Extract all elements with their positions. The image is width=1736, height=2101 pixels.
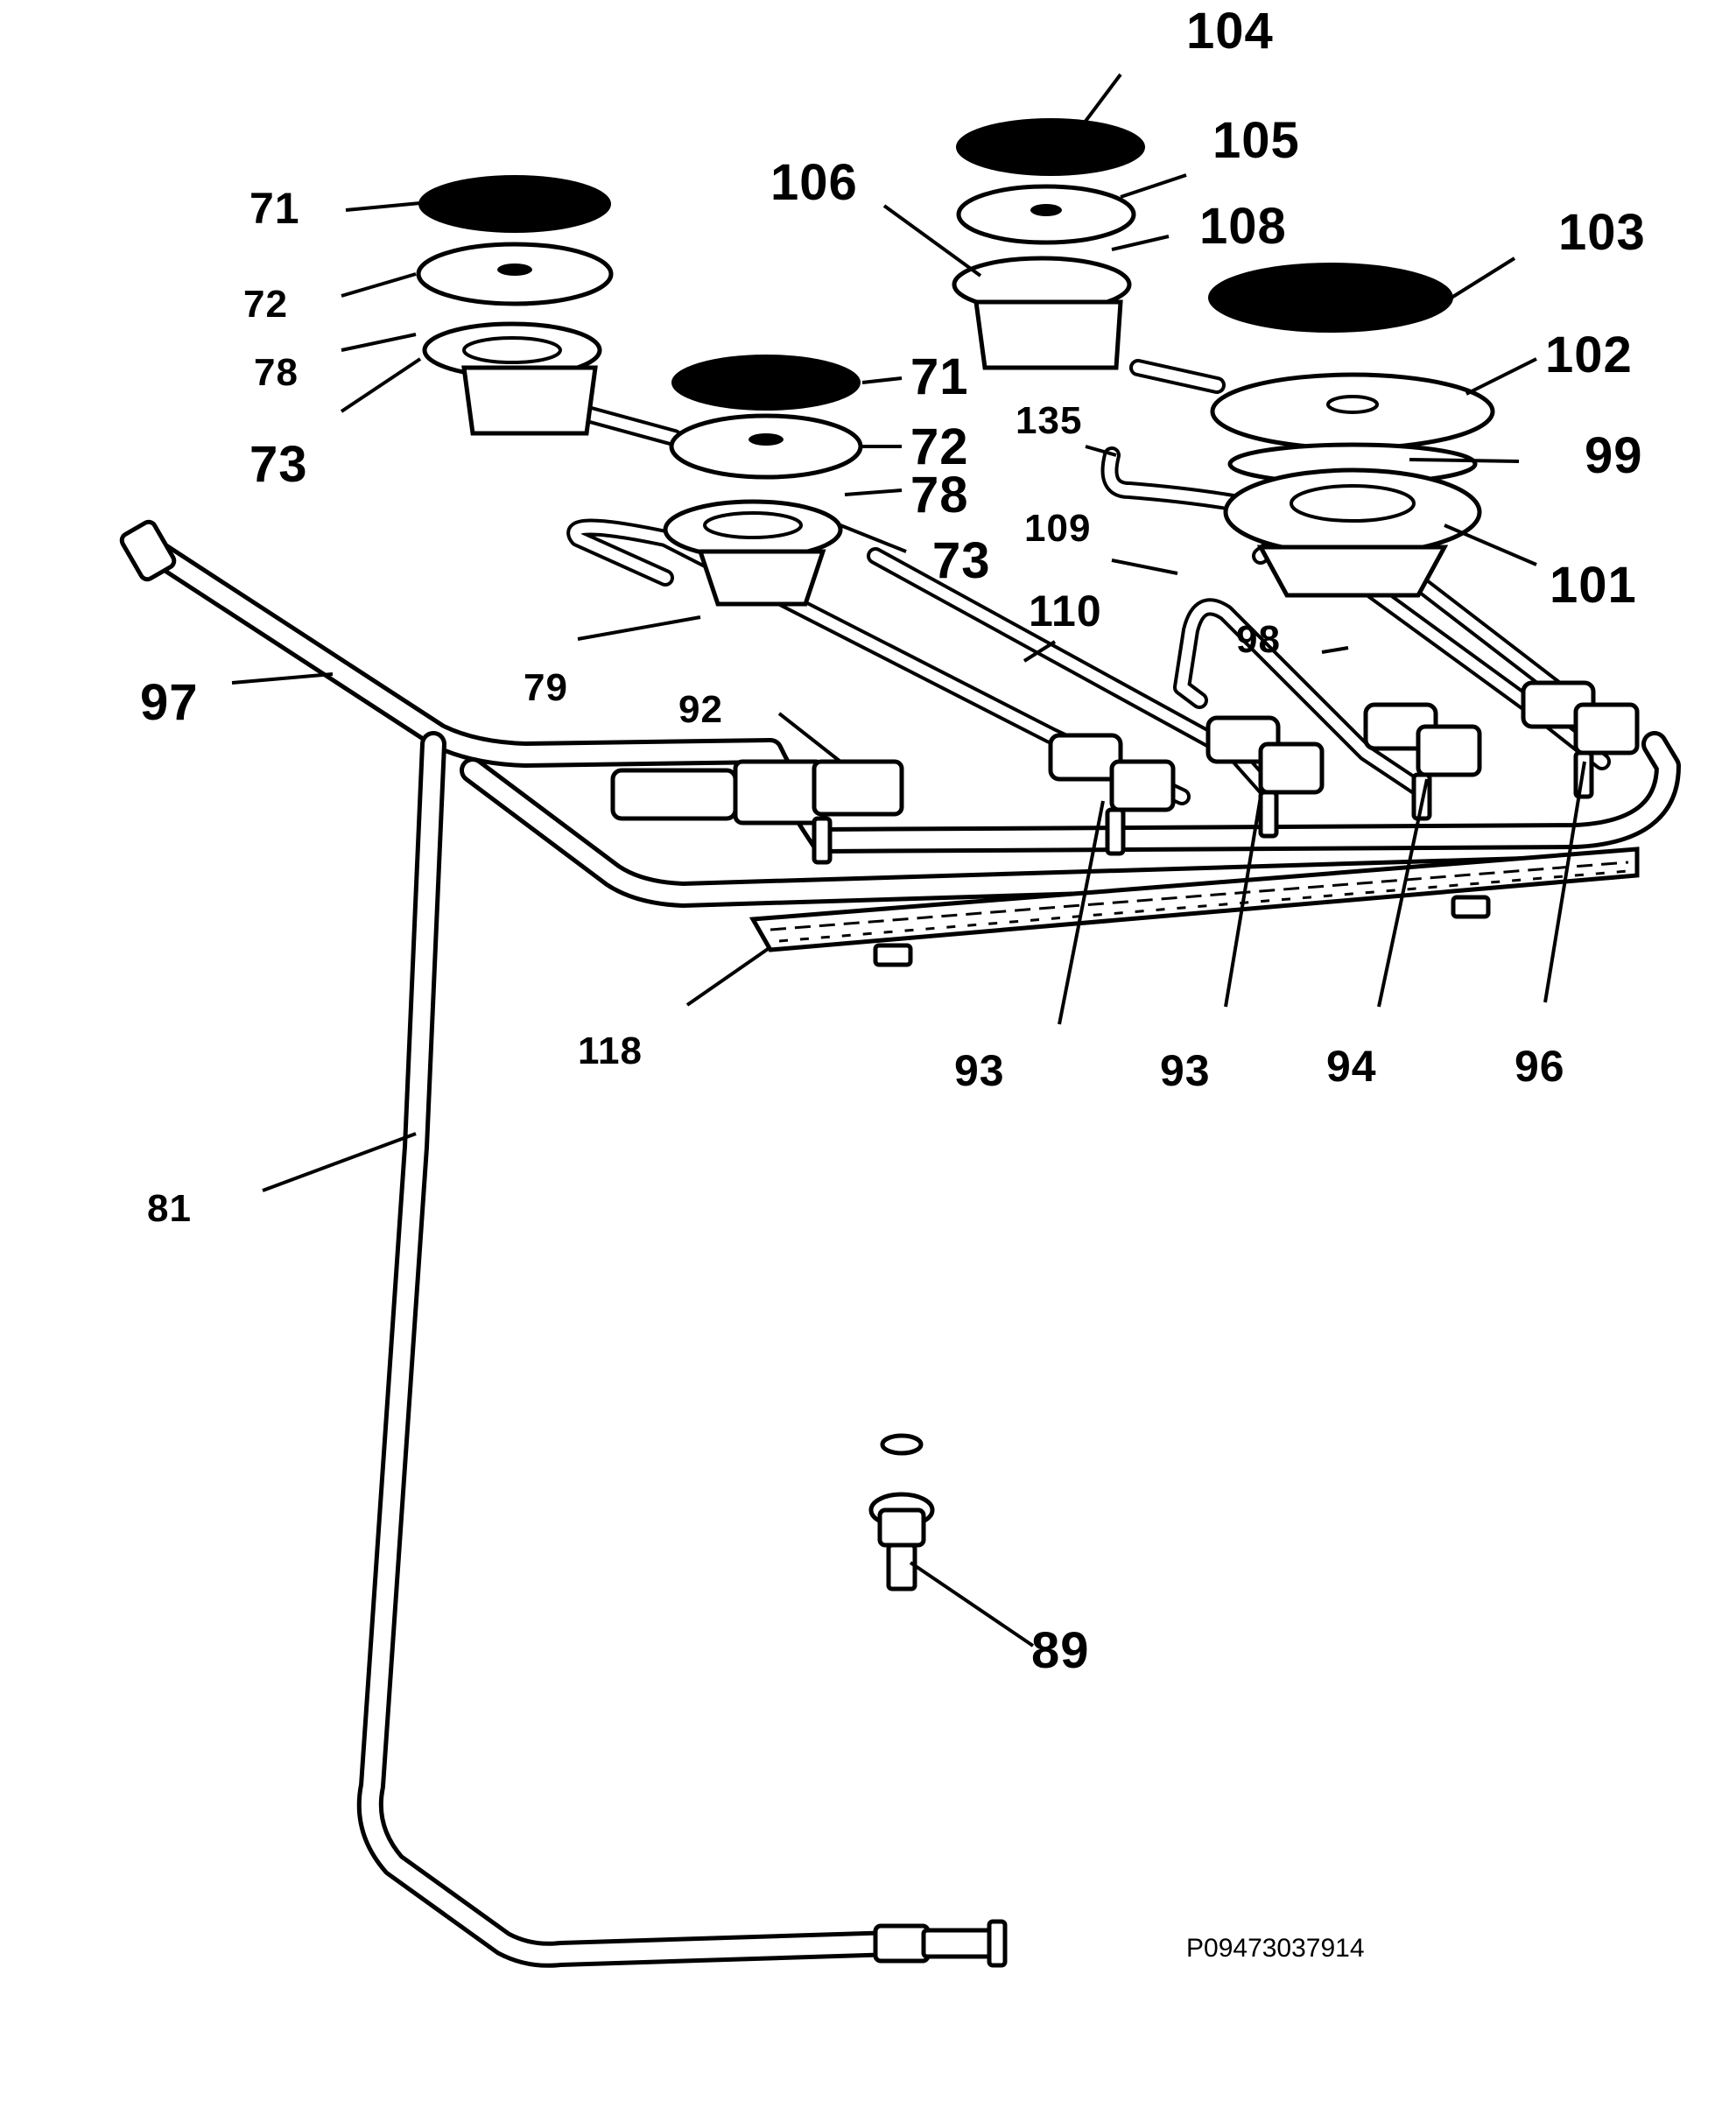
label-93-second: 93 xyxy=(1160,1046,1211,1095)
label-71-front-left: 71 xyxy=(910,348,969,405)
leader-lines xyxy=(231,73,1586,1648)
label-104: 104 xyxy=(1186,3,1274,60)
label-98: 98 xyxy=(1236,618,1281,661)
label-101: 101 xyxy=(1550,557,1637,614)
label-93-first: 93 xyxy=(954,1046,1005,1095)
burner-rear-middle xyxy=(952,118,1145,370)
burner-front-left xyxy=(663,355,863,607)
burner-rear-left xyxy=(416,175,614,436)
label-72-rear-left: 72 xyxy=(243,283,288,326)
label-99: 99 xyxy=(1585,427,1643,484)
label-78-front-left: 78 xyxy=(910,467,969,523)
supply-pipe-81 xyxy=(356,731,1008,1968)
label-94: 94 xyxy=(1326,1042,1377,1091)
label-96: 96 xyxy=(1515,1042,1565,1091)
label-79: 79 xyxy=(524,666,568,709)
injector-fitting-89 xyxy=(868,1433,935,1592)
label-72-front-left: 72 xyxy=(910,418,969,475)
reference-code: P09473037914 xyxy=(1186,1934,1365,1963)
label-73-front-left: 73 xyxy=(932,532,991,589)
label-97: 97 xyxy=(140,674,199,731)
label-108: 108 xyxy=(1199,198,1287,255)
label-92: 92 xyxy=(678,688,723,731)
label-102: 102 xyxy=(1545,327,1633,383)
burner-right-large xyxy=(1208,263,1495,598)
gas-taps xyxy=(610,680,1640,865)
part-labels: 104 105 106 108 103 71 72 78 73 71 72 78… xyxy=(140,3,1646,1963)
label-81: 81 xyxy=(147,1187,192,1230)
label-105: 105 xyxy=(1212,112,1300,169)
label-103: 103 xyxy=(1558,204,1646,261)
ignition-rail xyxy=(749,847,1640,967)
label-106: 106 xyxy=(770,154,858,211)
label-118: 118 xyxy=(578,1029,643,1072)
label-78-rear-left: 78 xyxy=(254,351,299,394)
label-110: 110 xyxy=(1029,587,1102,636)
label-71-rear-left: 71 xyxy=(250,184,300,233)
label-135: 135 xyxy=(1016,399,1082,442)
label-89: 89 xyxy=(1031,1622,1090,1679)
label-73-rear-left: 73 xyxy=(250,436,308,493)
label-109: 109 xyxy=(1024,507,1091,550)
